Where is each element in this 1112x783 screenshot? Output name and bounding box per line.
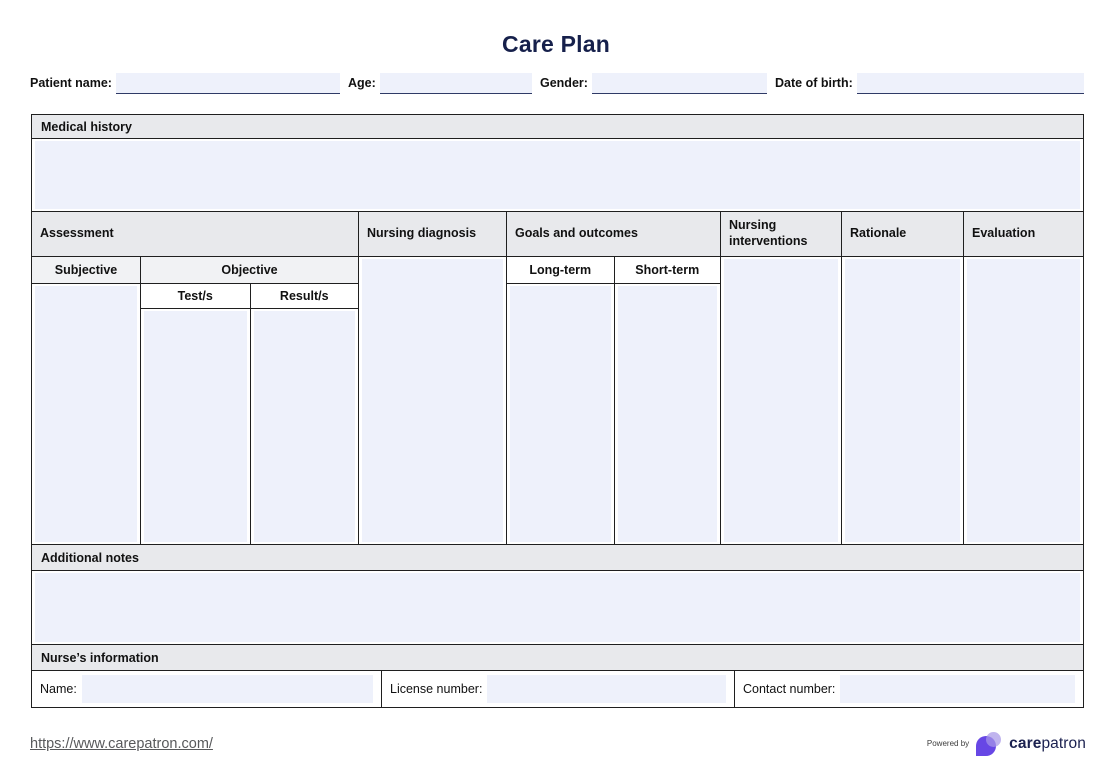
- goals-header: Goals and outcomes: [507, 212, 720, 257]
- results-header: Result/s: [250, 284, 358, 309]
- carepatron-logo-icon: [976, 731, 1002, 756]
- nurse-information-header: Nurse’s information: [32, 645, 1083, 671]
- medical-history-section: [32, 139, 1083, 212]
- evaluation-column: Evaluation: [963, 212, 1083, 544]
- tests-input[interactable]: [144, 311, 247, 542]
- patient-info-row: Patient name: Age: Gender: Date of birth…: [30, 73, 1084, 94]
- results-column: Result/s: [249, 284, 359, 544]
- nursing-diagnosis-column: Nursing diagnosis: [358, 212, 506, 544]
- objective-column: Objective Test/s Result/s: [140, 257, 358, 544]
- care-plan-document: Medical history Assessment Subjective Ob…: [31, 114, 1084, 708]
- patient-name-input[interactable]: [115, 73, 340, 94]
- medical-history-header: Medical history: [32, 115, 1083, 139]
- rationale-input[interactable]: [845, 259, 960, 542]
- age-input[interactable]: [379, 73, 532, 94]
- additional-notes-section: [32, 571, 1083, 645]
- logo-dot-shape: [986, 732, 1002, 747]
- subjective-column: Subjective: [32, 257, 140, 544]
- page-title: Care Plan: [502, 31, 610, 57]
- patient-name-label: Patient name:: [30, 76, 112, 90]
- long-term-header: Long-term: [507, 257, 614, 284]
- contact-number-label: Contact number:: [743, 682, 836, 696]
- nursing-interventions-column: Nursing interventions: [720, 212, 841, 544]
- evaluation-cell: [964, 257, 1083, 544]
- rationale-column: Rationale: [841, 212, 963, 544]
- assessment-column: Assessment Subjective Objective Test/s: [32, 212, 358, 544]
- rationale-header: Rationale: [842, 212, 963, 257]
- short-term-column: Short-term: [613, 257, 721, 544]
- tests-cell: [141, 309, 250, 544]
- contact-number-input[interactable]: [840, 675, 1075, 703]
- additional-notes-input[interactable]: [35, 573, 1080, 642]
- nurse-name-label: Name:: [40, 682, 77, 696]
- license-number-input[interactable]: [487, 675, 726, 703]
- footer: https://www.carepatron.com/ Powered by c…: [30, 731, 1086, 756]
- carepatron-wordmark: carepatron: [1009, 735, 1086, 753]
- subjective-input[interactable]: [35, 286, 137, 542]
- rationale-cell: [842, 257, 963, 544]
- subjective-cell: [32, 284, 140, 544]
- age-field: Age:: [348, 73, 532, 94]
- license-number-label: License number:: [390, 682, 483, 696]
- goals-column: Goals and outcomes Long-term Short-term: [506, 212, 720, 544]
- nursing-diagnosis-header: Nursing diagnosis: [359, 212, 506, 257]
- dob-label: Date of birth:: [775, 76, 853, 90]
- nurse-name-cell: Name:: [32, 671, 381, 707]
- age-label: Age:: [348, 76, 376, 90]
- care-plan-table: Assessment Subjective Objective Test/s: [32, 212, 1083, 545]
- long-term-cell: [507, 284, 614, 544]
- license-number-cell: License number:: [381, 671, 734, 707]
- short-term-header: Short-term: [614, 257, 720, 284]
- nursing-interventions-cell: [721, 257, 841, 544]
- nursing-diagnosis-cell: [359, 257, 506, 544]
- gender-field: Gender:: [540, 73, 767, 94]
- tests-column: Test/s: [141, 284, 250, 544]
- brand-regular: patron: [1041, 734, 1086, 752]
- long-term-column: Long-term: [507, 257, 614, 544]
- nursing-interventions-header: Nursing interventions: [721, 212, 841, 257]
- contact-number-cell: Contact number:: [734, 671, 1083, 707]
- results-cell: [251, 309, 359, 544]
- evaluation-input[interactable]: [967, 259, 1080, 542]
- gender-label: Gender:: [540, 76, 588, 90]
- evaluation-header: Evaluation: [964, 212, 1083, 257]
- brand-bold: care: [1009, 734, 1042, 752]
- short-term-cell: [615, 284, 721, 544]
- objective-header: Objective: [141, 257, 358, 284]
- results-input[interactable]: [253, 311, 355, 542]
- gender-input[interactable]: [591, 73, 767, 94]
- assessment-header: Assessment: [32, 212, 358, 257]
- short-term-input[interactable]: [617, 286, 717, 542]
- dob-field: Date of birth:: [775, 73, 1084, 94]
- nurse-information-row: Name: License number: Contact number:: [32, 671, 1083, 707]
- nursing-interventions-input[interactable]: [724, 259, 838, 542]
- powered-by-label: Powered by: [926, 739, 970, 748]
- carepatron-link[interactable]: https://www.carepatron.com/: [30, 735, 213, 752]
- subjective-header: Subjective: [32, 257, 140, 284]
- patient-name-field: Patient name:: [30, 73, 340, 94]
- nursing-diagnosis-input[interactable]: [362, 259, 503, 542]
- tests-header: Test/s: [141, 284, 250, 309]
- medical-history-input[interactable]: [35, 141, 1080, 209]
- long-term-input[interactable]: [510, 286, 611, 542]
- nurse-name-input[interactable]: [81, 675, 373, 703]
- dob-input[interactable]: [856, 73, 1084, 94]
- additional-notes-header: Additional notes: [32, 545, 1083, 571]
- powered-by: Powered by carepatron: [927, 731, 1086, 756]
